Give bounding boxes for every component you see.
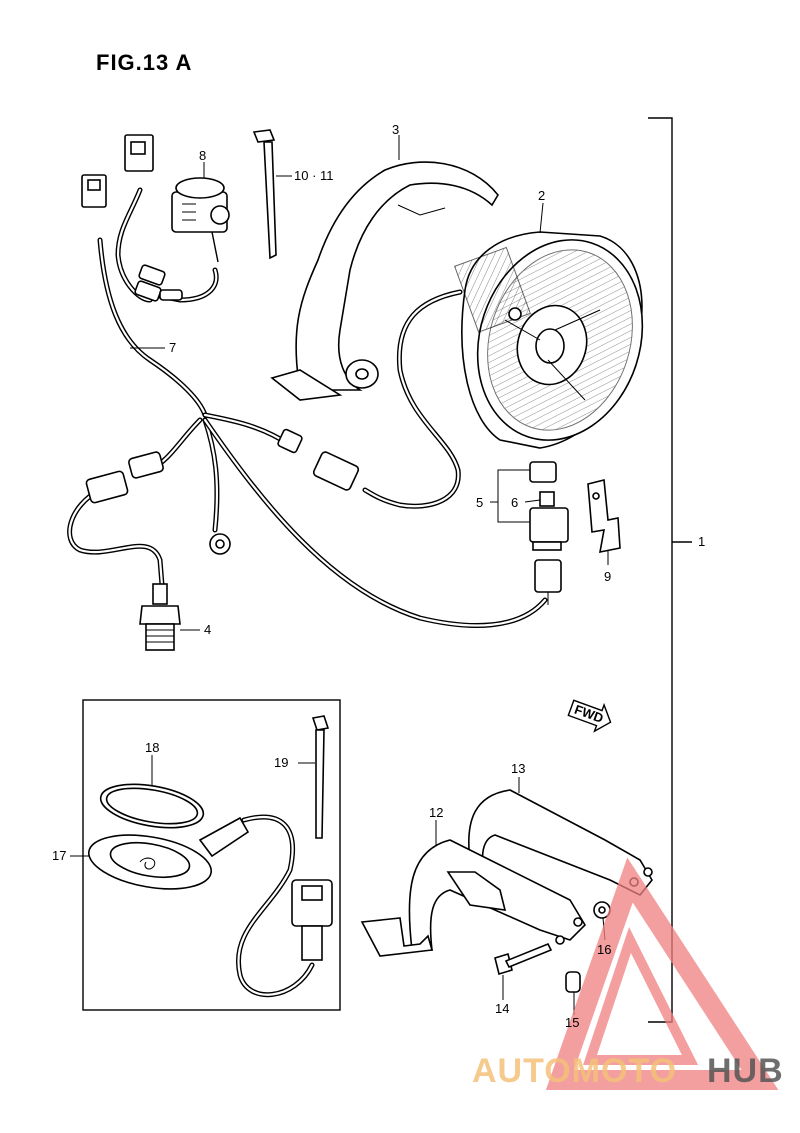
- thermo-switch: [139, 583, 181, 651]
- callout-2: 2: [538, 188, 545, 203]
- callout-1: 1: [698, 534, 705, 549]
- callout-8: 8: [199, 148, 206, 163]
- wiring-harness: [67, 134, 548, 628]
- leader-lines: [70, 135, 609, 1015]
- figure-title: FIG.13 A: [96, 50, 193, 75]
- callout-15: 15: [565, 1015, 579, 1030]
- fwd-arrow: [567, 699, 612, 733]
- wire-clamp: [587, 478, 621, 554]
- inset-box: [82, 699, 341, 1011]
- callout-10-11: 10 · 11: [294, 168, 334, 183]
- watermark-text-1: AUTOMOTO: [472, 1052, 677, 1090]
- callout-16: 16: [597, 942, 611, 957]
- bolt: [494, 942, 553, 976]
- callout-13: 13: [511, 761, 525, 776]
- callout-19: 19: [274, 755, 288, 770]
- callout-3: 3: [392, 122, 399, 137]
- watermark-text-2: HUB: [707, 1052, 784, 1090]
- callout-14: 14: [495, 1001, 509, 1016]
- fan-shroud: [270, 161, 499, 401]
- fan-relay: [171, 177, 230, 263]
- watermark-logo: [545, 857, 779, 1090]
- callout-12: 12: [429, 805, 443, 820]
- callout-17: 17: [52, 848, 66, 863]
- callout-7: 7: [169, 340, 176, 355]
- cable-tie-upper: [252, 129, 277, 260]
- spacer: [565, 971, 581, 993]
- fan-lead-wire: [362, 289, 463, 509]
- fan-connector: [529, 461, 569, 605]
- callout-5: 5: [476, 495, 483, 510]
- callout-4: 4: [204, 622, 211, 637]
- callout-18: 18: [145, 740, 159, 755]
- callout-9: 9: [604, 569, 611, 584]
- nut: [593, 901, 611, 919]
- callout-6: 6: [511, 495, 518, 510]
- assembly-bracket: [648, 117, 692, 1023]
- cooling-fan: [454, 231, 644, 449]
